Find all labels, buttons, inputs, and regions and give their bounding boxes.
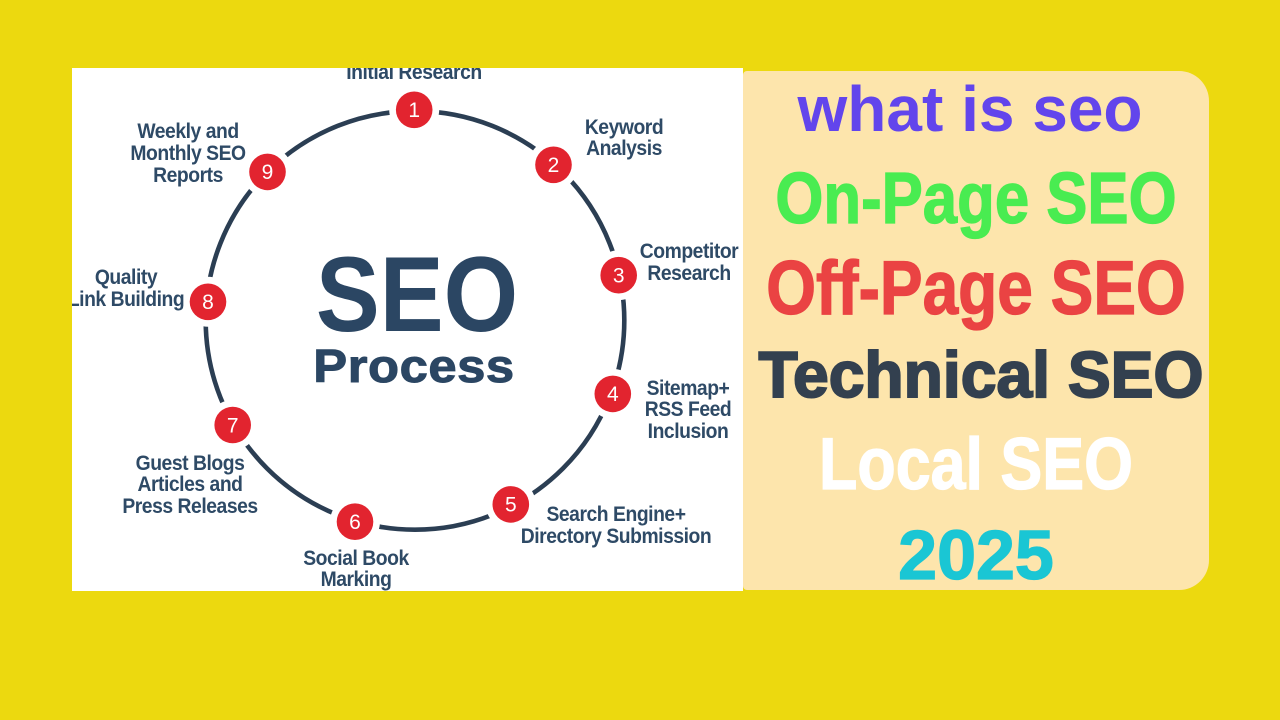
svg-text:3: 3 <box>613 265 625 288</box>
svg-text:4: 4 <box>607 383 619 406</box>
svg-text:2: 2 <box>548 154 560 177</box>
svg-text:8: 8 <box>202 291 214 314</box>
svg-text:9: 9 <box>262 161 274 184</box>
svg-text:1: 1 <box>408 99 420 122</box>
svg-text:6: 6 <box>349 511 361 534</box>
svg-text:7: 7 <box>227 414 239 437</box>
svg-text:5: 5 <box>505 494 517 517</box>
